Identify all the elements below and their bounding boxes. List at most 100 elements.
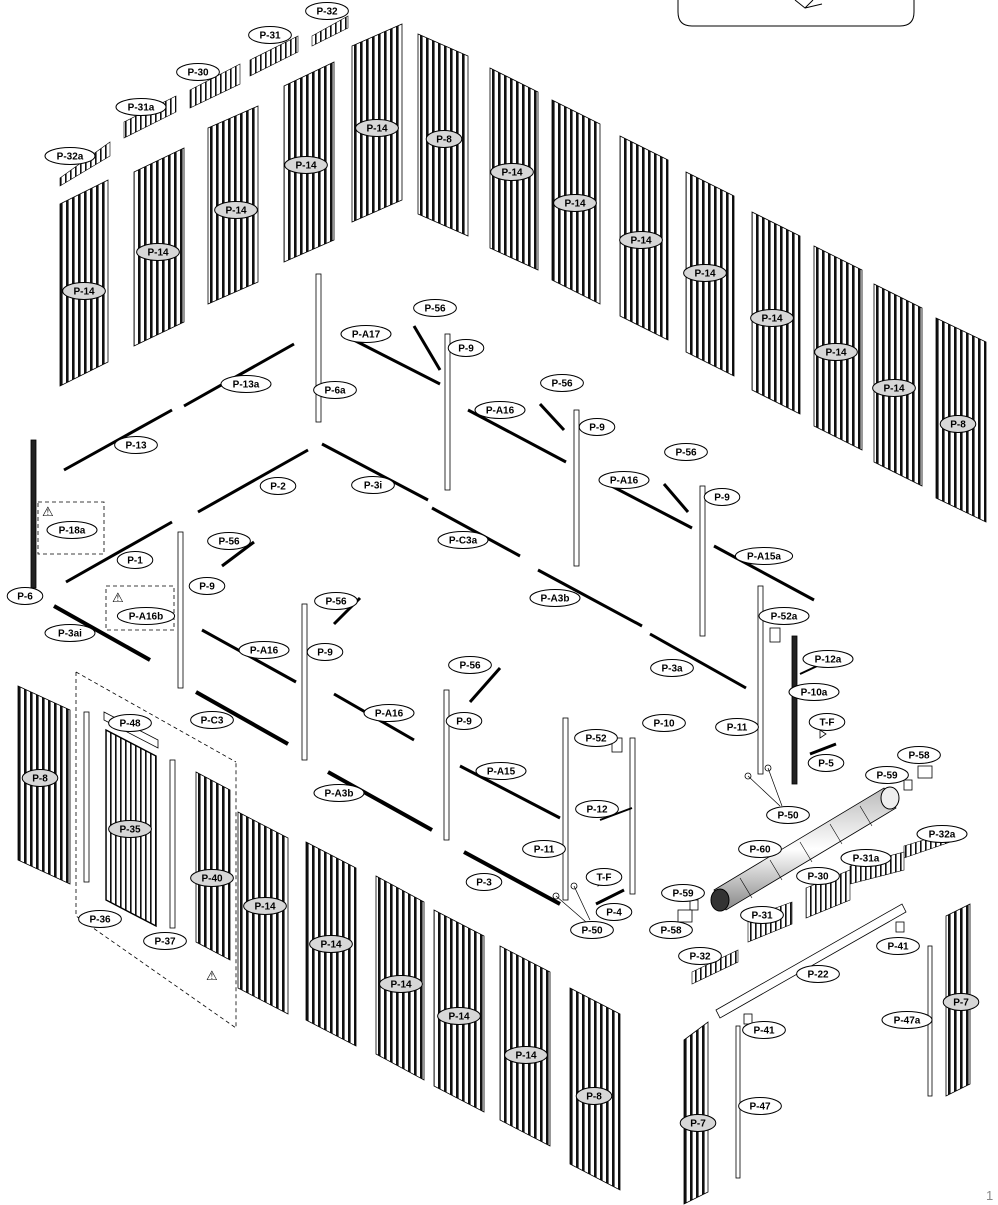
warning-icons: ⚠ ⚠ ⚠ [42,505,218,984]
post-P9-3 [699,485,706,637]
part-label: P-A16 [363,704,415,722]
page-number: 1 [986,1188,993,1203]
part-label-text: P-59 [876,771,898,782]
part-label-text: P-22 [807,970,829,981]
part-label: P-35 [108,820,152,838]
part-label: P-6 [6,587,44,605]
frame-members [30,273,933,923]
post-P11-2 [562,717,569,901]
part-label: P-7 [679,1114,717,1132]
part-label: P-14 [62,282,106,300]
warning-triangle-icon: ⚠ [42,505,54,520]
part-label-text: P-32a [57,152,84,163]
part-label: P-8 [575,1087,613,1105]
part-label: P-14 [355,119,399,137]
part-label-text: P-14 [883,384,905,395]
warning-boxes [37,501,237,1029]
part-label: P-56 [413,299,457,317]
part-label-text: P-41 [753,1026,775,1037]
part-label: P-14 [553,194,597,212]
part-label: P-14 [379,975,423,993]
part-label-text: P-52a [771,612,798,623]
part-label: P-60 [738,840,782,858]
part-label-text: P-41 [887,942,909,953]
part-label: P-13a [220,375,272,393]
jamb-P37 [169,759,176,929]
part-label-text: P-58 [660,926,682,937]
part-label: P-41 [742,1021,786,1039]
part-label-text: P-32 [316,7,338,18]
warning-box-P18a [37,501,105,555]
part-label-text: P-1 [127,556,143,567]
part-label: P-9 [188,577,226,595]
panel-P30-top [189,63,241,109]
part-label: P-32a [44,147,96,165]
part-label-text: P-C3a [449,536,478,547]
part-label-text: P-A15a [747,552,781,563]
part-label: P-52a [758,607,810,625]
post-P6 [30,439,37,589]
part-label-text: P-60 [749,845,771,856]
part-label: P-A16 [238,641,290,659]
part-label-text: P-14 [73,287,95,298]
part-label: P-9 [447,339,485,357]
part-label: P-6a [313,381,357,399]
part-label: P-4 [595,903,633,921]
post-P9-2 [573,409,580,567]
cap-P41-2 [743,1013,753,1025]
part-label-text: P-40 [201,874,223,885]
part-label: P-5 [807,754,845,772]
part-label: P-C3a [437,531,489,549]
part-label: P-32a [916,825,968,843]
part-label: P-58 [649,921,693,939]
part-label: P-A16 [598,471,650,489]
fitting-P59-2 [689,899,699,911]
part-label: P-50 [570,921,614,939]
part-label-text: P-14 [448,1012,470,1023]
fitting-P58-2 [677,909,693,923]
part-label: P-47 [738,1097,782,1115]
warning-box-door [75,672,237,1029]
post-P9-6 [443,689,450,841]
part-label-text: P-14 [366,124,388,135]
ridge-P22 [715,903,907,1019]
part-label: T-F [585,868,623,886]
part-label: P-11 [522,840,566,858]
part-label: P-C3 [190,711,234,729]
part-label: P-3 [465,873,503,891]
part-label-text: P-14 [694,269,716,280]
part-label-text: P-14 [825,348,847,359]
part-label: P-14 [136,243,180,261]
rail-P3 [463,850,561,906]
rail-PA3b-2 [327,770,433,832]
part-label-text: P-12 [586,805,608,816]
part-label: P-52 [574,729,618,747]
part-label-text: P-A15 [487,767,516,778]
rail-P3i [321,442,429,502]
part-label: P-40 [190,869,234,887]
part-label-text: P-8 [32,774,48,785]
rail-PC3a [431,506,521,558]
post-P10a [791,635,798,785]
rail-P3a [649,632,747,690]
part-label-text: P-A16 [375,709,404,720]
part-label-text: P-9 [199,582,215,593]
part-label-text: P-A16 [610,476,639,487]
part-label-text: P-10 [653,719,675,730]
part-label: P-14 [243,897,287,915]
part-label-text: P-32 [689,952,711,963]
part-label-text: P-4 [606,908,622,919]
part-label: P-31 [248,26,292,44]
brace-P56-4 [221,540,255,568]
part-label: P-A15 [475,762,527,780]
part-label-text: P-47 [749,1102,771,1113]
panel-P7-l [683,1021,709,1205]
panel-P31-top [249,35,299,77]
part-label-text: P-12a [815,655,842,666]
part-label: P-9 [445,712,483,730]
part-label-text: P-C3 [201,716,224,727]
warning-triangle-icon: ⚠ [206,969,218,984]
part-label: P-8 [21,769,59,787]
part-label-text: P-50 [581,926,603,937]
